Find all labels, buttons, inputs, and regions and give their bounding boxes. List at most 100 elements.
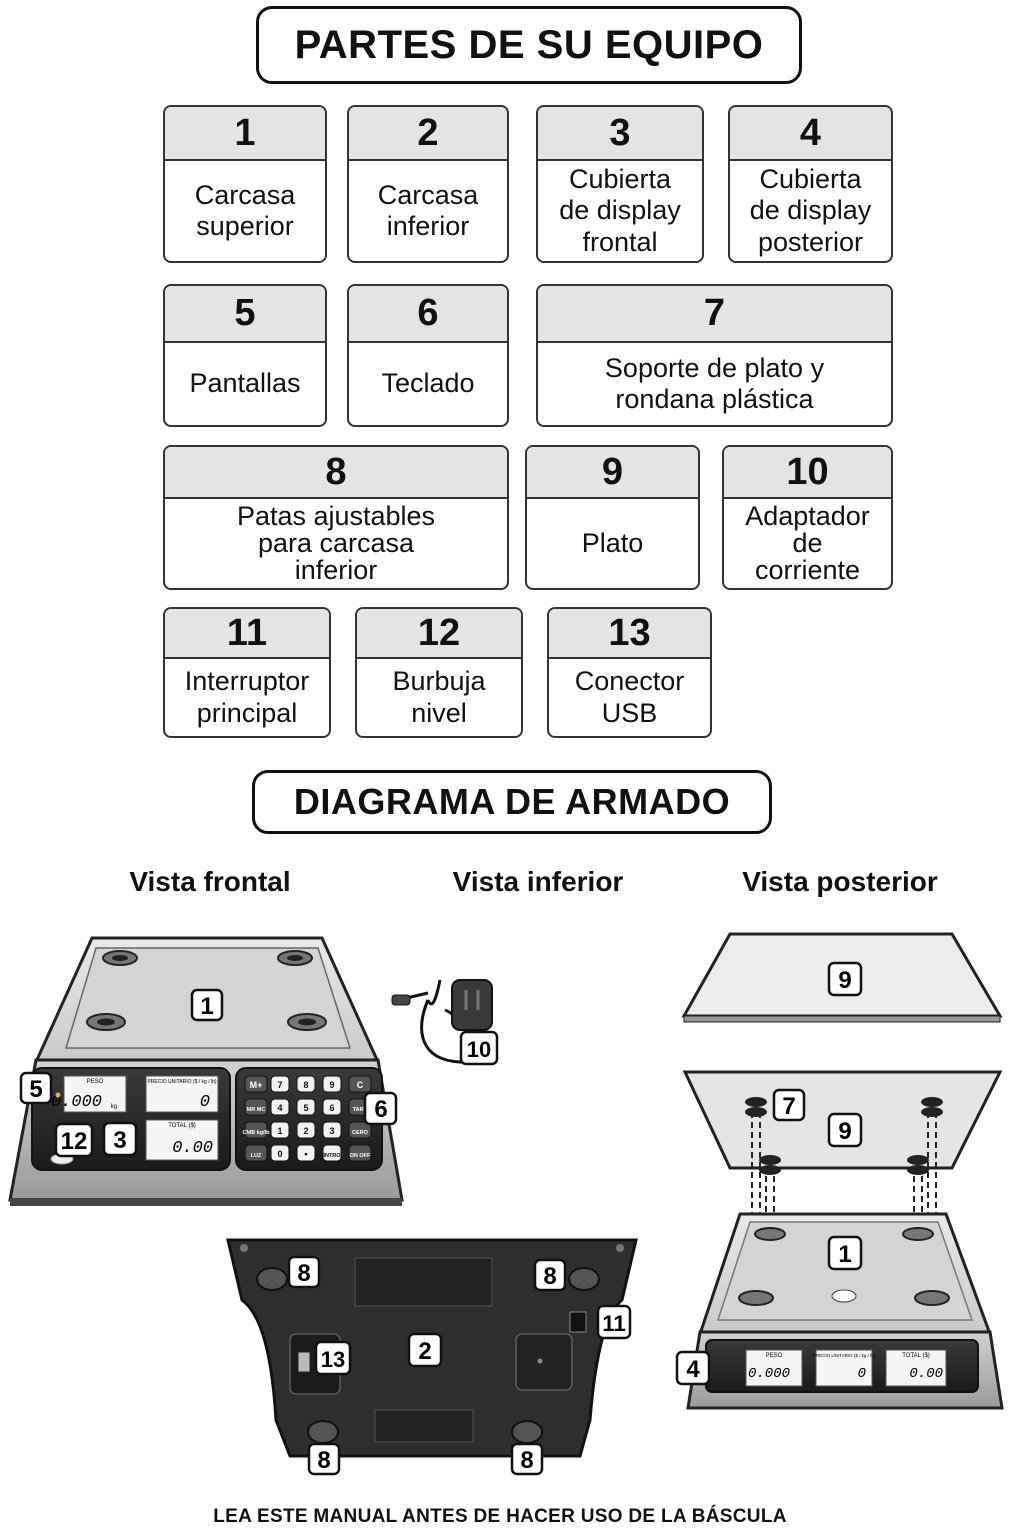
keypad-key-label: 7 (277, 1080, 282, 1090)
keypad-key (270, 1075, 290, 1093)
callout-9b: 9 (827, 1112, 863, 1148)
callout-13-text: 13 (321, 1347, 345, 1372)
keypad-key (348, 1144, 372, 1162)
part-card-1: 1 Carcasa superior (163, 105, 327, 263)
indicator-led (55, 1092, 61, 1098)
plate-support (745, 1097, 767, 1107)
part-label: Conector USB (574, 666, 685, 728)
part-card-2: 2 Carcasa inferior (347, 105, 509, 263)
callout-9b-text: 9 (838, 1118, 851, 1145)
part-number: 11 (165, 609, 329, 659)
cover-hole-center (112, 955, 128, 961)
keypad-key-label: ON OFF (350, 1153, 371, 1159)
rear-housing-recess (716, 1221, 974, 1321)
battery-dot (537, 1358, 543, 1364)
cover-hole-center (298, 1018, 316, 1026)
rear-total-label: TOTAL ($) (902, 1353, 930, 1359)
callout-9a: 9 (827, 961, 863, 997)
keypad-key (244, 1121, 268, 1139)
callout-1: 1 (190, 988, 224, 1022)
part-card-4: 4 Cubierta de display posterior (728, 105, 893, 263)
part-label: Carcasa superior (194, 179, 296, 241)
part-label: Burbuja nivel (392, 666, 486, 728)
plate-support (907, 1165, 929, 1175)
callouts: 1 5 12 3 6 10 8 8 8 8 2 13 11 9 7 9 1 4 (19, 961, 863, 1476)
front-view-scale: PESO 0.000 kg PRECIO UNITARIO ($ / kg / … (8, 936, 404, 1206)
callout-13: 13 (314, 1340, 352, 1376)
keypad-key-label: CERO (352, 1130, 369, 1136)
parts-title: PARTES DE SU EQUIPO (256, 6, 802, 84)
callout-5-text: 5 (29, 1076, 42, 1103)
keypad-key-label: 3 (329, 1126, 334, 1136)
callout-12: 12 (54, 1122, 94, 1158)
callout-8c: 8 (307, 1442, 341, 1476)
keypad-key-label: 5 (303, 1103, 308, 1113)
keypad-key-label: M+ (250, 1080, 263, 1090)
keypad-key-label: LUZ (251, 1153, 262, 1159)
part-label: Cubierta de display posterior (749, 164, 872, 257)
callout-5: 5 (19, 1071, 53, 1105)
callout-6-text: 6 (374, 1096, 387, 1123)
cover-hole (914, 1290, 950, 1306)
keypad-key (348, 1121, 372, 1139)
part-label: Carcasa inferior (377, 179, 479, 241)
usb-port (297, 1351, 311, 1373)
power-adapter (391, 979, 493, 1064)
total-screen-value: 0.00 (172, 1139, 213, 1158)
part-card-5: 5 Pantallas (163, 284, 327, 427)
bottom-recess (374, 1409, 474, 1443)
callout-1-rear: 1 (827, 1235, 863, 1271)
part-number: 7 (538, 286, 891, 343)
callout-8d: 8 (510, 1442, 544, 1476)
keypad-key (322, 1144, 342, 1162)
cover-hole-center (97, 1018, 115, 1026)
callout-1-rear-text: 1 (838, 1241, 851, 1268)
keypad-key-label: 2 (303, 1126, 308, 1136)
front-base (10, 1198, 402, 1206)
callout-8a: 8 (287, 1255, 321, 1289)
price-screen (145, 1075, 219, 1113)
plate-support (745, 1107, 767, 1117)
rear-total-value: 0.00 (909, 1366, 943, 1382)
plate-support (921, 1097, 943, 1107)
weight-screen-label: PESO (87, 1079, 104, 1085)
battery-box (515, 1333, 573, 1391)
callout-4-text: 4 (686, 1356, 700, 1383)
foot (568, 1267, 600, 1291)
keypad-key (296, 1121, 316, 1139)
rear-price-screen (815, 1349, 873, 1387)
keypad-key-label: 4 (277, 1103, 282, 1113)
weight-screen-unit: kg (111, 1104, 117, 1110)
footer-note: LEA ESTE MANUAL ANTES DE HACER USO DE LA… (213, 1506, 787, 1527)
callout-3-text: 3 (113, 1127, 126, 1154)
callout-2-text: 2 (418, 1338, 431, 1365)
part-label: Adaptador de corriente (745, 501, 870, 585)
part-card-9: 9 Plato (525, 445, 700, 590)
part-number: 6 (349, 286, 507, 343)
keypad-key-label: 1 (277, 1126, 282, 1136)
part-label: Teclado (381, 368, 475, 399)
part-card-12: 12 Burbuja nivel (355, 607, 523, 738)
callout-12-text: 12 (61, 1128, 88, 1155)
part-number: 8 (165, 447, 507, 499)
plate-edge (683, 1015, 1001, 1023)
callout-8b-text: 8 (543, 1263, 556, 1290)
diagram-title: DIAGRAMA DE ARMADO (252, 770, 772, 834)
keypad-key (296, 1098, 316, 1116)
callout-8b: 8 (533, 1258, 567, 1292)
part-number: 5 (165, 286, 325, 343)
keypad-key (244, 1144, 268, 1162)
keypad-key (270, 1121, 290, 1139)
view-label-bottom: Vista inferior (452, 866, 624, 897)
callout-11: 11 (596, 1304, 632, 1340)
part-label: Patas ajustables para carcasa inferior (236, 501, 436, 585)
part-number: 1 (165, 107, 325, 161)
callout-10-text: 10 (467, 1037, 491, 1062)
part-card-10: 10 Adaptador de corriente (722, 445, 893, 590)
power-switch (569, 1311, 587, 1333)
keypad-key-label: TARE (353, 1107, 368, 1113)
keypad-key (270, 1144, 290, 1162)
view-label-rear: Vista posterior (742, 866, 938, 897)
part-number: 4 (730, 107, 891, 161)
